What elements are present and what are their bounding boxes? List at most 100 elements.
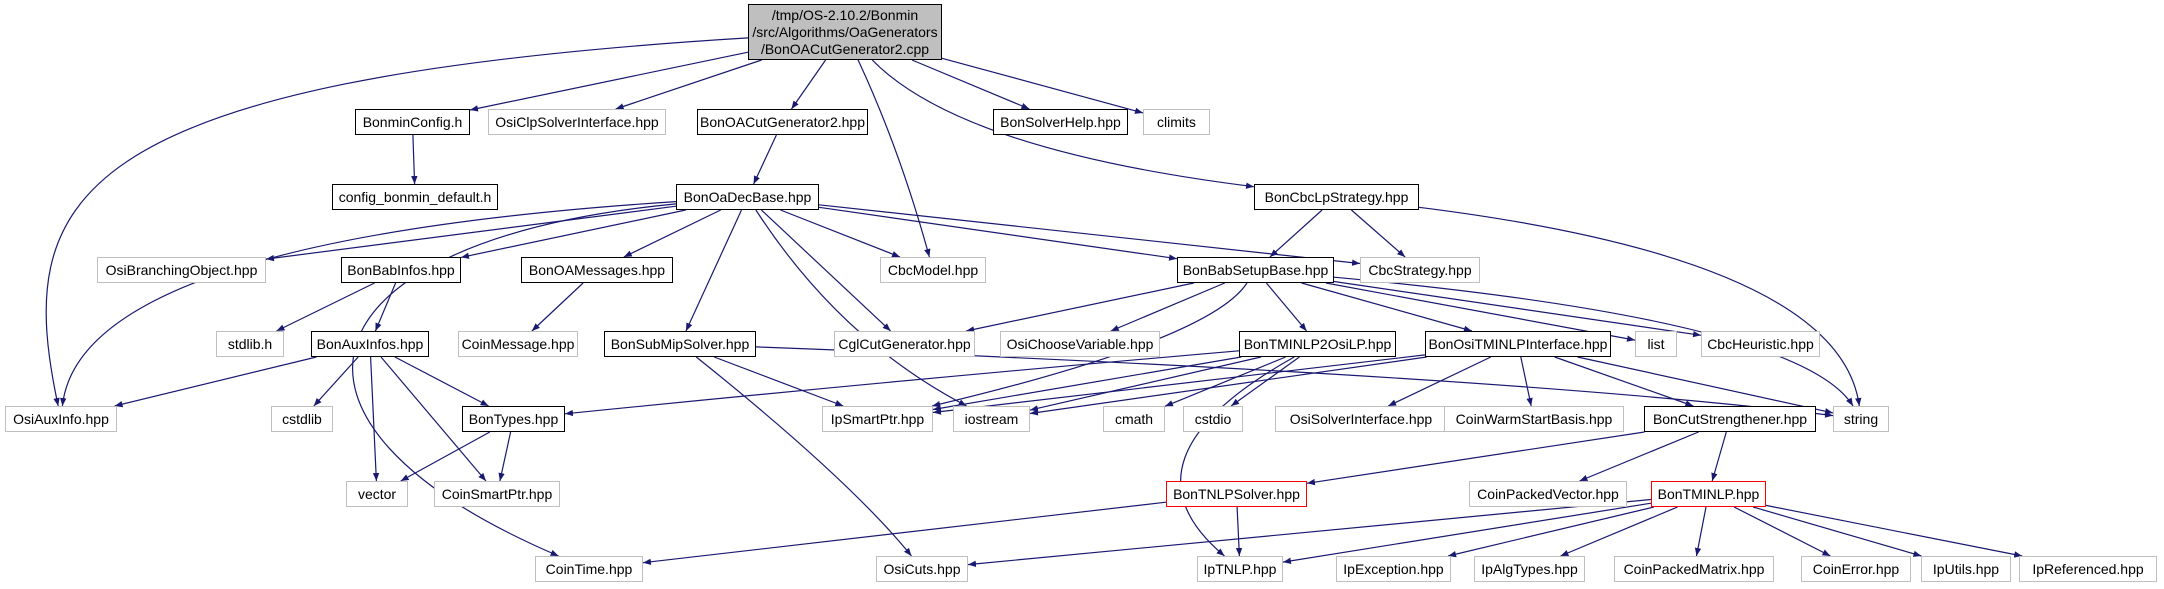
edge-boncutstrengthener-to-coinpackedvector	[1579, 431, 1699, 482]
edge-bonauxinfos-to-cstdlib	[313, 356, 359, 407]
edge-bonoadecbase-to-osibranching	[265, 205, 677, 262]
node-bonoamessages[interactable]: BonOAMessages.hpp	[521, 257, 673, 283]
node-osisolverinterface[interactable]: OsiSolverInterface.hpp	[1275, 406, 1447, 432]
node-coinpackedvector[interactable]: CoinPackedVector.hpp	[1469, 481, 1627, 507]
edge-bonoadecbase-to-bonsubmip	[685, 209, 743, 332]
edge-bonositminlp-to-osisolverinterface	[1387, 356, 1492, 407]
root-title-line-2: /src/Algorithms/OaGenerators	[752, 23, 938, 40]
edge-bonoamessages-to-coinmessage	[531, 282, 584, 332]
edge-bonositminlp-to-ipsmartptr	[932, 354, 1426, 415]
node-cmath[interactable]: cmath	[1103, 406, 1165, 432]
node-bonbabsetup[interactable]: BonBabSetupBase.hpp	[1177, 257, 1334, 283]
edge-bonauxinfos-to-vector	[370, 356, 380, 482]
node-coinerror[interactable]: CoinError.hpp	[1801, 556, 1911, 582]
node-bonminconfig[interactable]: BonminConfig.h	[355, 109, 470, 135]
edge-bonositminlp-to-coinwarmstart	[1520, 356, 1533, 407]
edge-bontminlp-to-osicuts	[967, 498, 1652, 568]
node-coinsmartptr[interactable]: CoinSmartPtr.hpp	[434, 481, 560, 507]
node-ipexception[interactable]: IpException.hpp	[1336, 556, 1451, 582]
edge-bontminlp-to-ipexception	[1447, 506, 1655, 558]
node-ipsmartptr[interactable]: IpSmartPtr.hpp	[822, 406, 933, 432]
node-bonbabinfos[interactable]: BonBabInfos.hpp	[341, 257, 461, 283]
node-string[interactable]: string	[1833, 406, 1889, 432]
node-vector[interactable]: vector	[346, 481, 408, 507]
edge-bontminlp-to-ipalgtypes	[1560, 506, 1678, 557]
node-osichoosevar[interactable]: OsiChooseVariable.hpp	[1000, 331, 1160, 357]
node-configdefault[interactable]: config_bonmin_default.h	[332, 184, 498, 210]
node-cbcstrategy[interactable]: CbcStrategy.hpp	[1360, 257, 1480, 283]
node-coinpackedmatrix[interactable]: CoinPackedMatrix.hpp	[1614, 556, 1774, 582]
root-title-line-1: /tmp/OS-2.10.2/Bonmin	[771, 6, 919, 23]
edge-root-to-bonminconfig	[469, 51, 749, 112]
edge-boncbclp-to-string	[1418, 206, 1862, 407]
node-coinmessage[interactable]: CoinMessage.hpp	[458, 331, 578, 357]
node-boncbclp[interactable]: BonCbcLpStrategy.hpp	[1254, 184, 1419, 210]
node-cstdio[interactable]: cstdio	[1183, 406, 1243, 432]
edge-bonsubmip-to-ipsmartptr	[713, 356, 844, 407]
node-osibranching[interactable]: OsiBranchingObject.hpp	[97, 257, 266, 283]
edge-bonoadecbase-to-bonbabsetup	[818, 206, 1178, 261]
edge-bontnlpsolver-to-cointime	[642, 501, 1167, 565]
edge-root-to-climits	[941, 57, 1144, 114]
edge-bonoadecbase-to-bonbabinfos	[460, 209, 686, 259]
edge-bonbabinfos-to-bonauxinfos	[374, 282, 397, 332]
edge-bonoadecbase-to-cbcmodel	[780, 209, 901, 258]
node-osiclp[interactable]: OsiClpSolverInterface.hpp	[488, 109, 666, 135]
edge-bonauxinfos-to-bontypes	[394, 356, 489, 407]
node-cglcutgen[interactable]: CglCutGenerator.hpp	[834, 331, 975, 357]
node-bonsolverhelp[interactable]: BonSolverHelp.hpp	[993, 109, 1128, 135]
edge-bonbabsetup-to-osichoosevar	[1110, 282, 1225, 332]
edge-bonositminlp-to-iostream	[1029, 356, 1427, 416]
node-iputils[interactable]: IpUtils.hpp	[1921, 556, 2011, 582]
edge-boncbclp-to-cbcstrategy	[1351, 209, 1406, 258]
node-bonauxinfos[interactable]: BonAuxInfos.hpp	[311, 331, 429, 357]
node-osiauxinfo[interactable]: OsiAuxInfo.hpp	[5, 406, 117, 432]
edge-bontypes-to-coinsmartptr	[498, 431, 512, 482]
node-ipalgtypes[interactable]: IpAlgTypes.hpp	[1474, 556, 1585, 582]
edge-root-to-cbcmodel	[857, 59, 931, 258]
edge-bontminlp-to-ipreferenced	[1765, 504, 2023, 558]
edge-bonbabsetup-to-bontminlp2osilp	[1265, 282, 1308, 332]
edge-root-to-bonsolverhelp	[911, 59, 1030, 110]
edge-bonbabsetup-to-list	[1325, 282, 1636, 342]
node-climits[interactable]: climits	[1143, 109, 1210, 135]
edge-bontminlp2osilp-to-iostream	[1029, 356, 1262, 412]
edge-bontminlp-to-iptnlp	[1282, 502, 1652, 564]
edge-bonminconfig-to-configdefault	[411, 134, 418, 185]
edge-bonositminlp-to-string	[1577, 356, 1834, 415]
edge-bonsubmip-to-osicuts	[695, 356, 912, 557]
edge-root-to-osiauxinfo	[45, 37, 749, 407]
root-title-line-3: /BonOACutGenerator2.cpp	[760, 40, 930, 57]
node-root[interactable]: /tmp/OS-2.10.2/Bonmin /src/Algorithms/Oa…	[748, 4, 942, 60]
node-iptnlp[interactable]: IpTNLP.hpp	[1197, 556, 1283, 582]
node-bonoacutgen2[interactable]: BonOACutGenerator2.hpp	[697, 109, 868, 135]
node-stdlib[interactable]: stdlib.h	[216, 331, 284, 357]
node-bonoadecbase[interactable]: BonOaDecBase.hpp	[676, 184, 819, 210]
node-osicuts[interactable]: OsiCuts.hpp	[876, 556, 968, 582]
edge-root-to-bonoacutgen2	[791, 59, 827, 110]
node-ipreferenced[interactable]: IpReferenced.hpp	[2019, 556, 2157, 582]
node-cbcmodel[interactable]: CbcModel.hpp	[880, 257, 986, 283]
node-bontypes[interactable]: BonTypes.hpp	[462, 406, 565, 432]
node-cbcheuristic[interactable]: CbcHeuristic.hpp	[1701, 331, 1820, 357]
edge-bontminlp2osilp-to-bontypes	[564, 350, 1240, 417]
node-bonsubmip[interactable]: BonSubMipSolver.hpp	[604, 331, 756, 357]
node-list[interactable]: list	[1635, 331, 1677, 357]
node-bontminlp2osilp[interactable]: BonTMINLP2OsiLP.hpp	[1239, 331, 1396, 357]
node-bontminlp[interactable]: BonTMINLP.hpp	[1651, 481, 1766, 507]
edge-bonbabsetup-to-cbcheuristic	[1333, 280, 1702, 338]
edge-bontminlp2osilp-to-cmath	[1164, 356, 1286, 407]
node-boncutstrengthener[interactable]: BonCutStrengthener.hpp	[1644, 406, 1816, 432]
edge-bonoadecbase-to-osiauxinfo	[60, 201, 677, 407]
node-bontnlpsolver[interactable]: BonTNLPSolver.hpp	[1166, 481, 1307, 507]
edge-bonoadecbase-to-cglcutgen	[760, 209, 892, 332]
node-cointime[interactable]: CoinTime.hpp	[535, 556, 643, 582]
node-cstdlib[interactable]: cstdlib	[271, 406, 333, 432]
node-bonositminlp[interactable]: BonOsiTMINLPInterface.hpp	[1425, 331, 1611, 357]
edge-bonbabsetup-to-bonositminlp	[1301, 282, 1473, 332]
edge-root-to-boncbclp	[871, 59, 1255, 189]
node-coinwarmstart[interactable]: CoinWarmStartBasis.hpp	[1444, 406, 1624, 432]
node-iostream[interactable]: iostream	[953, 406, 1030, 432]
